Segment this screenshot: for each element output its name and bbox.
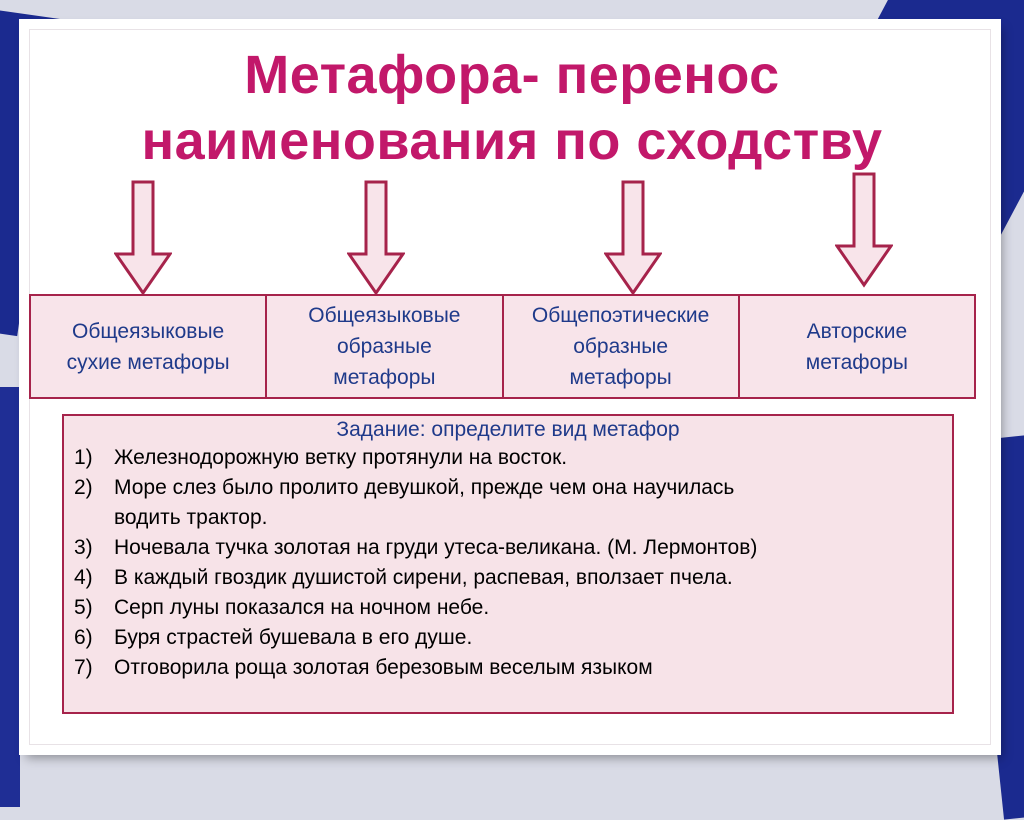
corner-decoration-bottom-left [0,387,20,807]
task-item: 4) В каждый гвоздик душистой сирени, рас… [74,563,952,593]
task-item-number: 2) [74,476,93,499]
title-line-1: Метафора- перенос [244,45,780,105]
down-arrow-icon [347,180,405,296]
task-item-text: Железнодорожную ветку протянули на восто… [114,446,568,469]
down-arrow-icon [835,172,893,288]
task-box: Задание: определите вид метафор 1) Желез… [62,414,954,714]
task-item: 3) Ночевала тучка золотая на груди утеса… [74,533,952,563]
type-label-line: Общепоэтические [531,304,710,327]
task-item-number: 5) [74,596,93,619]
task-item: 2) Море слез было пролито девушкой, преж… [74,473,952,533]
task-item-text: Буря страстей бушевала в его душе. [114,626,473,649]
task-list: 1) Железнодорожную ветку протянули на во… [64,443,952,683]
task-item-line: водить трактор. [114,506,268,529]
task-item-number: 4) [74,566,93,589]
type-poetic-figurative: Общепоэтические образные метафоры [504,296,740,397]
type-label-line: метафоры [805,350,908,374]
task-item: 5) Серп луны показался на ночном небе. [74,593,952,623]
title-line-2: наименования по сходству [141,111,883,171]
type-label-line: Общеязыковые [72,319,225,343]
task-item-number: 6) [74,626,93,649]
type-label-line: сухие метафоры [66,350,230,374]
type-common-figurative: Общеязыковые образные метафоры [267,296,504,397]
task-item-text: Серп луны показался на ночном небе. [114,596,490,619]
type-label-line: образные [573,335,669,358]
task-item-text: Ночевала тучка золотая на груди утеса-ве… [114,536,758,559]
type-author: Авторские метафоры [740,296,974,397]
type-common-dry: Общеязыковые сухие метафоры [31,296,268,397]
type-label-line: метафоры [569,366,672,389]
task-item: 1) Железнодорожную ветку протянули на во… [74,443,952,473]
task-item: 6) Буря страстей бушевала в его душе. [74,623,952,653]
type-label-line: образные [336,335,432,358]
metaphor-types-row: Общеязыковые сухие метафоры Общеязыковые… [29,294,976,399]
task-title: Задание: определите вид метафор [336,418,680,441]
task-item-line: Море слез было пролито девушкой, прежде … [114,476,735,499]
down-arrow-icon [114,180,172,296]
task-item-text: В каждый гвоздик душистой сирени, распев… [114,566,733,589]
task-item-text: Отговорила роща золотая березовым веселы… [114,656,653,679]
task-item-number: 1) [74,446,93,469]
task-item-number: 7) [74,656,93,679]
type-label-line: Общеязыковые [308,304,461,327]
task-item-text: Море слез было пролито девушкой, прежде … [114,473,952,533]
task-item-number: 3) [74,536,93,559]
slide-title: Метафора- перенос наименования по сходст… [0,42,1024,174]
down-arrow-icon [604,180,662,296]
type-label-line: метафоры [333,366,436,389]
task-item: 7) Отговорила роща золотая березовым вес… [74,653,952,683]
type-label-line: Авторские [806,319,908,343]
